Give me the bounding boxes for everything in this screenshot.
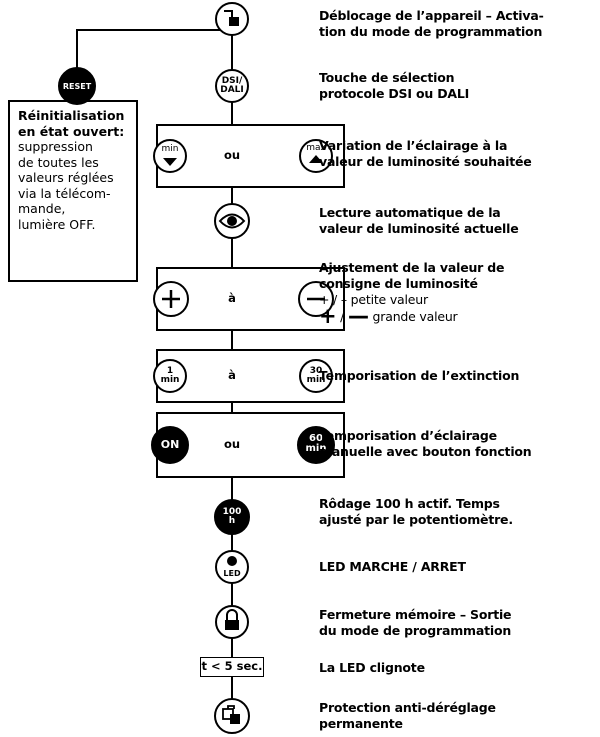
- reset-note-title-1: Réinitialisation: [18, 108, 125, 123]
- reset-branch-line: [76, 29, 232, 72]
- reset-note-line: suppression: [18, 139, 93, 154]
- lock-glyph: [225, 609, 239, 630]
- reset-note-line: mande,: [18, 201, 66, 216]
- delay-box: t < 5 sec.: [200, 657, 264, 677]
- down-triangle-icon: [163, 158, 177, 166]
- step-off-delay: Temporisation de l’extinction: [319, 368, 520, 383]
- reset-label: RESET: [62, 82, 92, 91]
- step-led-blink: La LED clignote: [319, 660, 425, 675]
- permanent-lock-glyph: [222, 705, 240, 724]
- connector-ou-2: ou: [223, 437, 241, 451]
- reset-note-line: de toutes les: [18, 154, 99, 170]
- plus-minus-glyphs: [162, 290, 325, 308]
- thirty-min-icon: [299, 359, 333, 393]
- led-label: LED: [223, 569, 241, 578]
- max-label: max: [306, 143, 326, 153]
- reset-note-title-2: en état ouvert:: [18, 123, 125, 139]
- connector-a-2: à: [228, 368, 236, 382]
- connector-a-1: à: [228, 291, 236, 305]
- sixty-min-icon: [297, 426, 335, 464]
- reset-note-line: lumière OFF.: [18, 216, 96, 232]
- reset-note-line: via la télécom-: [18, 185, 111, 201]
- dsi-dali-label: DSI/DALI: [220, 76, 244, 95]
- min-icon: [153, 139, 187, 173]
- dsi-dali-button-icon: [215, 69, 249, 103]
- hours-100-icon: [214, 499, 250, 535]
- one-min-icon: [153, 359, 187, 393]
- up-triangle-icon: [309, 155, 323, 163]
- reset-icon: [58, 67, 96, 105]
- on-label: ON: [160, 438, 180, 451]
- step-unlock: Déblocage de l’appareil – Activa-tion du…: [319, 8, 544, 39]
- connector-ou-1: ou: [223, 148, 241, 162]
- led-icon: [215, 550, 249, 584]
- step-led: LED MARCHE / ARRET: [319, 559, 466, 574]
- min-label: min: [161, 144, 179, 154]
- on-icon: [151, 426, 189, 464]
- reset-note-line: valeurs réglées: [18, 170, 114, 185]
- eye-glyph: [218, 213, 246, 229]
- unlock-glyph: [224, 10, 239, 26]
- reset-note: Réinitialisation en état ouvert: suppres…: [8, 100, 138, 282]
- led-dot-icon: [227, 556, 237, 566]
